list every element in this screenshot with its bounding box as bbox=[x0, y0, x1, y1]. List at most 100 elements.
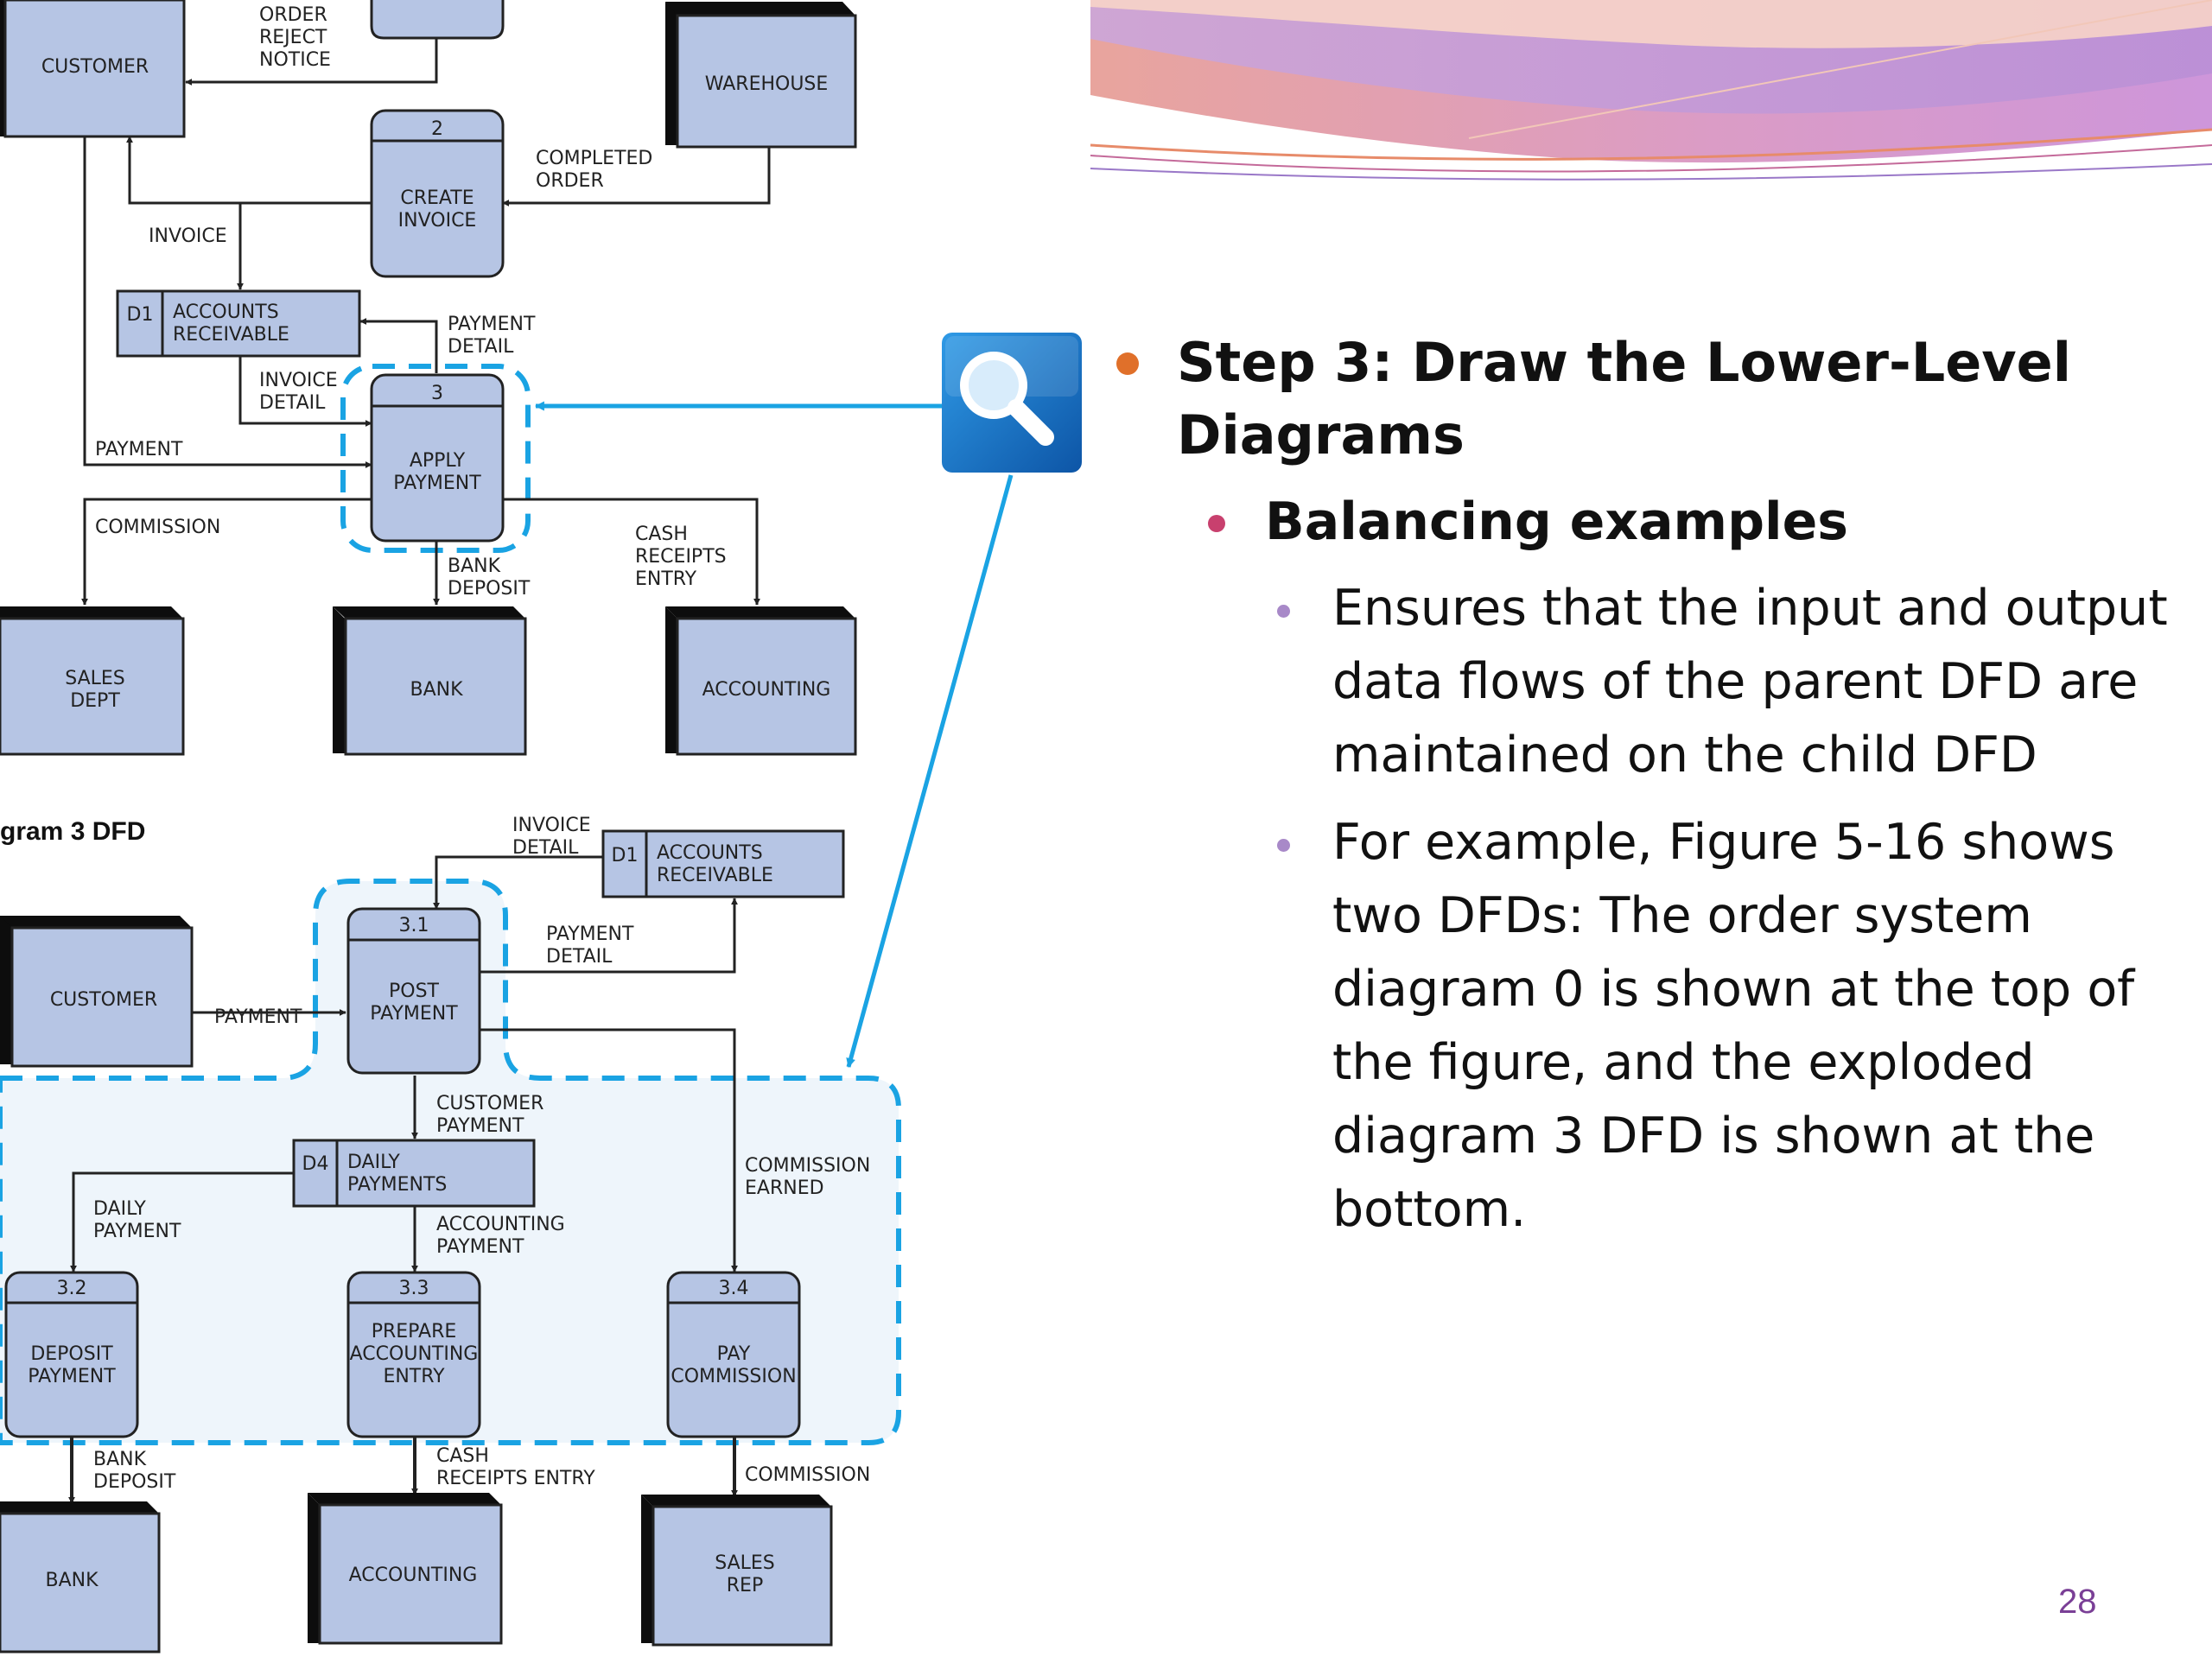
process-id: 3.3 bbox=[399, 1278, 429, 1299]
bullet-text: For example, Figure 5-16 shows two DFDs:… bbox=[1332, 814, 2135, 1238]
process-name: PAYMENT bbox=[28, 1366, 116, 1387]
datastore-name: DAILY bbox=[347, 1152, 400, 1173]
flow-label: BANK bbox=[93, 1449, 147, 1470]
entity-warehouse-label: WAREHOUSE bbox=[705, 73, 829, 95]
flow-label: COMPLETED bbox=[536, 148, 652, 169]
process-name: APPLY bbox=[410, 450, 466, 472]
bullet-level-2: Balancing examples bbox=[1106, 486, 2195, 558]
process-name: POST bbox=[389, 981, 440, 1002]
datastore-daily-payments: D4 DAILY PAYMENTS bbox=[292, 1139, 536, 1208]
datastore-id: D4 bbox=[302, 1153, 329, 1175]
datastore-name: RECEIVABLE bbox=[657, 865, 773, 886]
flow-label: PAYMENT bbox=[436, 1236, 524, 1258]
bullet-text: Step 3: Draw the Lower-Level Diagrams bbox=[1177, 331, 2071, 467]
entity-accounting-top: ACCOUNTING bbox=[665, 606, 857, 756]
entity-label: CUSTOMER bbox=[50, 989, 157, 1011]
flow-label: COMMISSION bbox=[745, 1464, 870, 1486]
datastore-name: PAYMENTS bbox=[347, 1174, 447, 1196]
flow-label: DETAIL bbox=[512, 837, 579, 859]
bullet-text: Ensures that the input and output data f… bbox=[1332, 580, 2168, 784]
process-id: 3.1 bbox=[399, 915, 429, 936]
bullet-dot bbox=[1277, 605, 1290, 618]
flow-label: BANK bbox=[448, 555, 501, 577]
process-pay-commission: 3.4 PAY COMMISSION bbox=[666, 1271, 801, 1438]
bullet-text: Balancing examples bbox=[1265, 492, 1848, 552]
flow-label: RECEIPTS bbox=[635, 546, 727, 568]
magnifier-icon[interactable] bbox=[942, 333, 1082, 473]
entity-label: REP bbox=[727, 1575, 763, 1596]
flow-label: ORDER bbox=[259, 4, 327, 26]
bullet-level-3: Ensures that the input and output data f… bbox=[1106, 572, 2195, 792]
entity-label: DEPT bbox=[70, 690, 120, 712]
process-deposit-payment: 3.2 DEPOSIT PAYMENT bbox=[4, 1271, 139, 1438]
flow-label: INVOICE bbox=[512, 815, 591, 836]
process-apply-payment: 3 APPLY PAYMENT bbox=[370, 373, 505, 543]
entity-label: BANK bbox=[45, 1570, 99, 1591]
process-id: 2 bbox=[431, 118, 443, 140]
flow-label: CASH bbox=[635, 524, 688, 545]
process-name: ACCOUNTING bbox=[350, 1343, 479, 1365]
datastore-name: ACCOUNTS bbox=[173, 301, 279, 323]
flow-label: PAYMENT bbox=[546, 924, 634, 945]
entity-label: ACCOUNTING bbox=[349, 1565, 478, 1586]
datastore-name: ACCOUNTS bbox=[657, 842, 763, 864]
exploded-diagram-title: gram 3 DFD bbox=[0, 817, 145, 846]
flow-label: DETAIL bbox=[259, 392, 326, 414]
flow-label: PAYMENT bbox=[436, 1115, 524, 1137]
process-id: 3.2 bbox=[57, 1278, 87, 1299]
datastore-id: D1 bbox=[612, 845, 639, 866]
flow-label: DEPOSIT bbox=[448, 578, 531, 600]
flow-label: INVOICE bbox=[259, 370, 338, 391]
datastore-accounts-receivable-bottom: D1 ACCOUNTS RECEIVABLE bbox=[601, 829, 845, 898]
callout-arrows bbox=[534, 401, 1014, 1069]
flow-label: PAYMENT bbox=[214, 1006, 302, 1028]
datastore-name: RECEIVABLE bbox=[173, 324, 289, 346]
entity-sales-rep: SALES REP bbox=[641, 1495, 833, 1647]
entity-label: ACCOUNTING bbox=[702, 679, 831, 701]
flow-label: CUSTOMER bbox=[436, 1093, 543, 1114]
process-name: PREPARE bbox=[372, 1321, 457, 1342]
entity-bank-bottom: BANK bbox=[0, 1501, 161, 1653]
flow-label: EARNED bbox=[745, 1177, 824, 1199]
bottom-diagram: D1 ACCOUNTS RECEIVABLE CUSTOMER 3.1 POST… bbox=[0, 829, 845, 1653]
process-name: COMMISSION bbox=[671, 1366, 796, 1387]
flow-label: ENTRY bbox=[635, 568, 697, 590]
process-prepare-accounting-entry: 3.3 PREPARE ACCOUNTING ENTRY bbox=[346, 1271, 481, 1438]
flow-label: COMMISSION bbox=[95, 517, 220, 538]
flow-label: ORDER bbox=[536, 170, 604, 192]
datastore-accounts-receivable-top: D1 ACCOUNTS RECEIVABLE bbox=[116, 289, 361, 358]
entity-customer-top: CUSTOMER bbox=[0, 0, 186, 138]
flow-label: PAYMENT bbox=[448, 314, 536, 335]
flow-label: NOTICE bbox=[259, 49, 331, 71]
entity-warehouse: WAREHOUSE bbox=[665, 2, 857, 149]
flow-label: COMMISSION bbox=[745, 1155, 870, 1177]
process-id: 3 bbox=[431, 383, 443, 404]
process-post-payment: 3.1 POST PAYMENT bbox=[346, 907, 481, 1075]
flow-label: CASH bbox=[436, 1445, 489, 1467]
entity-label: SALES bbox=[715, 1552, 775, 1574]
slide-bullets: Step 3: Draw the Lower-Level Diagrams Ba… bbox=[1106, 327, 2195, 1247]
bullet-dot bbox=[1116, 352, 1139, 375]
flow-label: DEPOSIT bbox=[93, 1471, 176, 1493]
bullet-dot bbox=[1277, 839, 1290, 852]
bullet-dot bbox=[1208, 515, 1225, 532]
top-flow-labels: ORDER REJECT NOTICE COMPLETED ORDER INVO… bbox=[95, 4, 727, 600]
flow-label: PAYMENT bbox=[95, 439, 183, 460]
entity-accounting-bottom: ACCOUNTING bbox=[308, 1493, 503, 1645]
flow-label: DETAIL bbox=[448, 336, 514, 358]
process-name: CREATE bbox=[400, 187, 474, 209]
process-name: INVOICE bbox=[398, 210, 477, 232]
process-name: PAY bbox=[717, 1343, 751, 1365]
top-diagram: CUSTOMER WAREHOUSE 2 CREATE INVOICE D1 A… bbox=[0, 0, 857, 756]
process-name: ENTRY bbox=[383, 1366, 445, 1387]
process-name: PAYMENT bbox=[370, 1003, 458, 1025]
entity-label: BANK bbox=[410, 679, 463, 701]
process-id: 3.4 bbox=[719, 1278, 749, 1299]
flow-label: RECEIPTS ENTRY bbox=[436, 1468, 595, 1489]
flow-label: DETAIL bbox=[546, 946, 613, 968]
flow-label: PAYMENT bbox=[93, 1221, 181, 1242]
datastore-id: D1 bbox=[127, 304, 154, 326]
entity-customer-bottom: CUSTOMER bbox=[0, 916, 194, 1068]
process-create-invoice: 2 CREATE INVOICE bbox=[370, 109, 505, 278]
